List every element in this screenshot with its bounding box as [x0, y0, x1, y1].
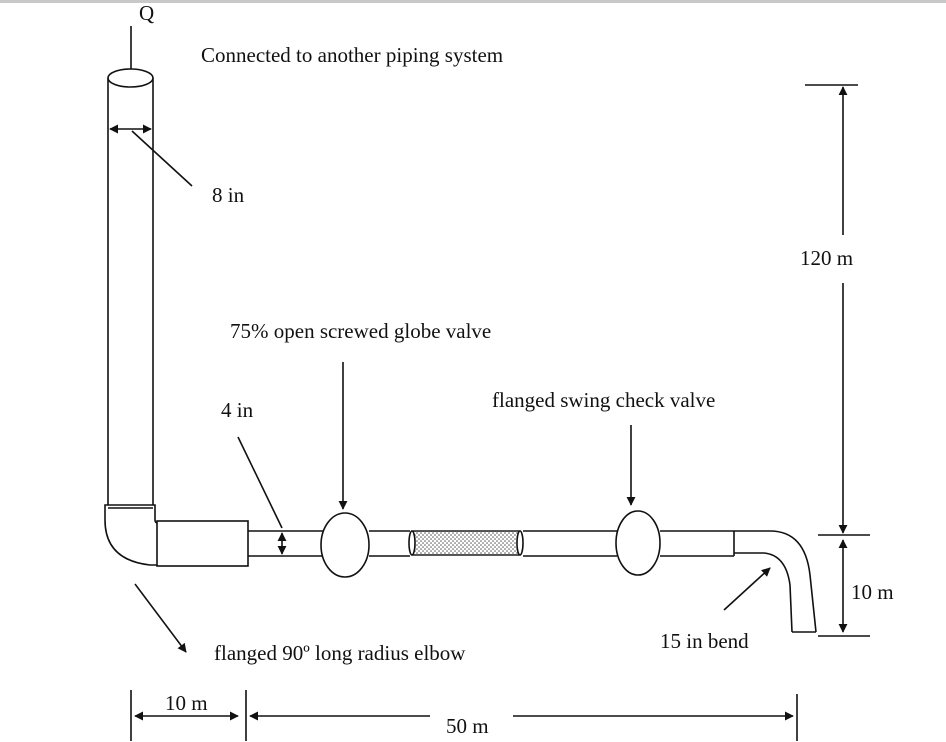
drop-dimension: 10 m	[818, 534, 894, 637]
check-valve: flanged swing check valve	[492, 388, 715, 576]
globe-valve-label: 75% open screwed globe valve	[230, 319, 491, 343]
elbow-callout: flanged 90º long radius elbow	[134, 583, 466, 665]
diameter-large-label: 8 in	[212, 183, 245, 207]
vertical-pipe	[107, 68, 154, 508]
connection-label: Connected to another piping system	[201, 43, 503, 67]
bend-label: 15 in bend	[660, 629, 749, 653]
length-short-label: 10 m	[165, 691, 208, 715]
filter-section	[408, 530, 524, 556]
top-border	[0, 0, 946, 3]
height-label: 120 m	[800, 246, 853, 270]
diameter-8in-dimension: 8 in	[109, 124, 245, 207]
pipe-4in: 4 in	[221, 398, 323, 557]
height-dimension: 120 m	[800, 84, 858, 534]
length-dimensions: 10 m 50 m	[130, 690, 798, 741]
diameter-small-label: 4 in	[221, 398, 254, 422]
flow-label: Q	[139, 1, 154, 25]
length-long-label: 50 m	[446, 714, 489, 738]
pipe-section-large	[156, 520, 249, 567]
globe-valve: 75% open screwed globe valve	[230, 319, 491, 578]
drop-label: 10 m	[851, 580, 894, 604]
elbow-label: flanged 90º long radius elbow	[214, 641, 466, 665]
bend-15in: 15 in bend	[660, 530, 817, 653]
flow-arrow: Q	[126, 1, 154, 81]
check-valve-label: flanged swing check valve	[492, 388, 715, 412]
flanged-elbow	[104, 504, 159, 566]
